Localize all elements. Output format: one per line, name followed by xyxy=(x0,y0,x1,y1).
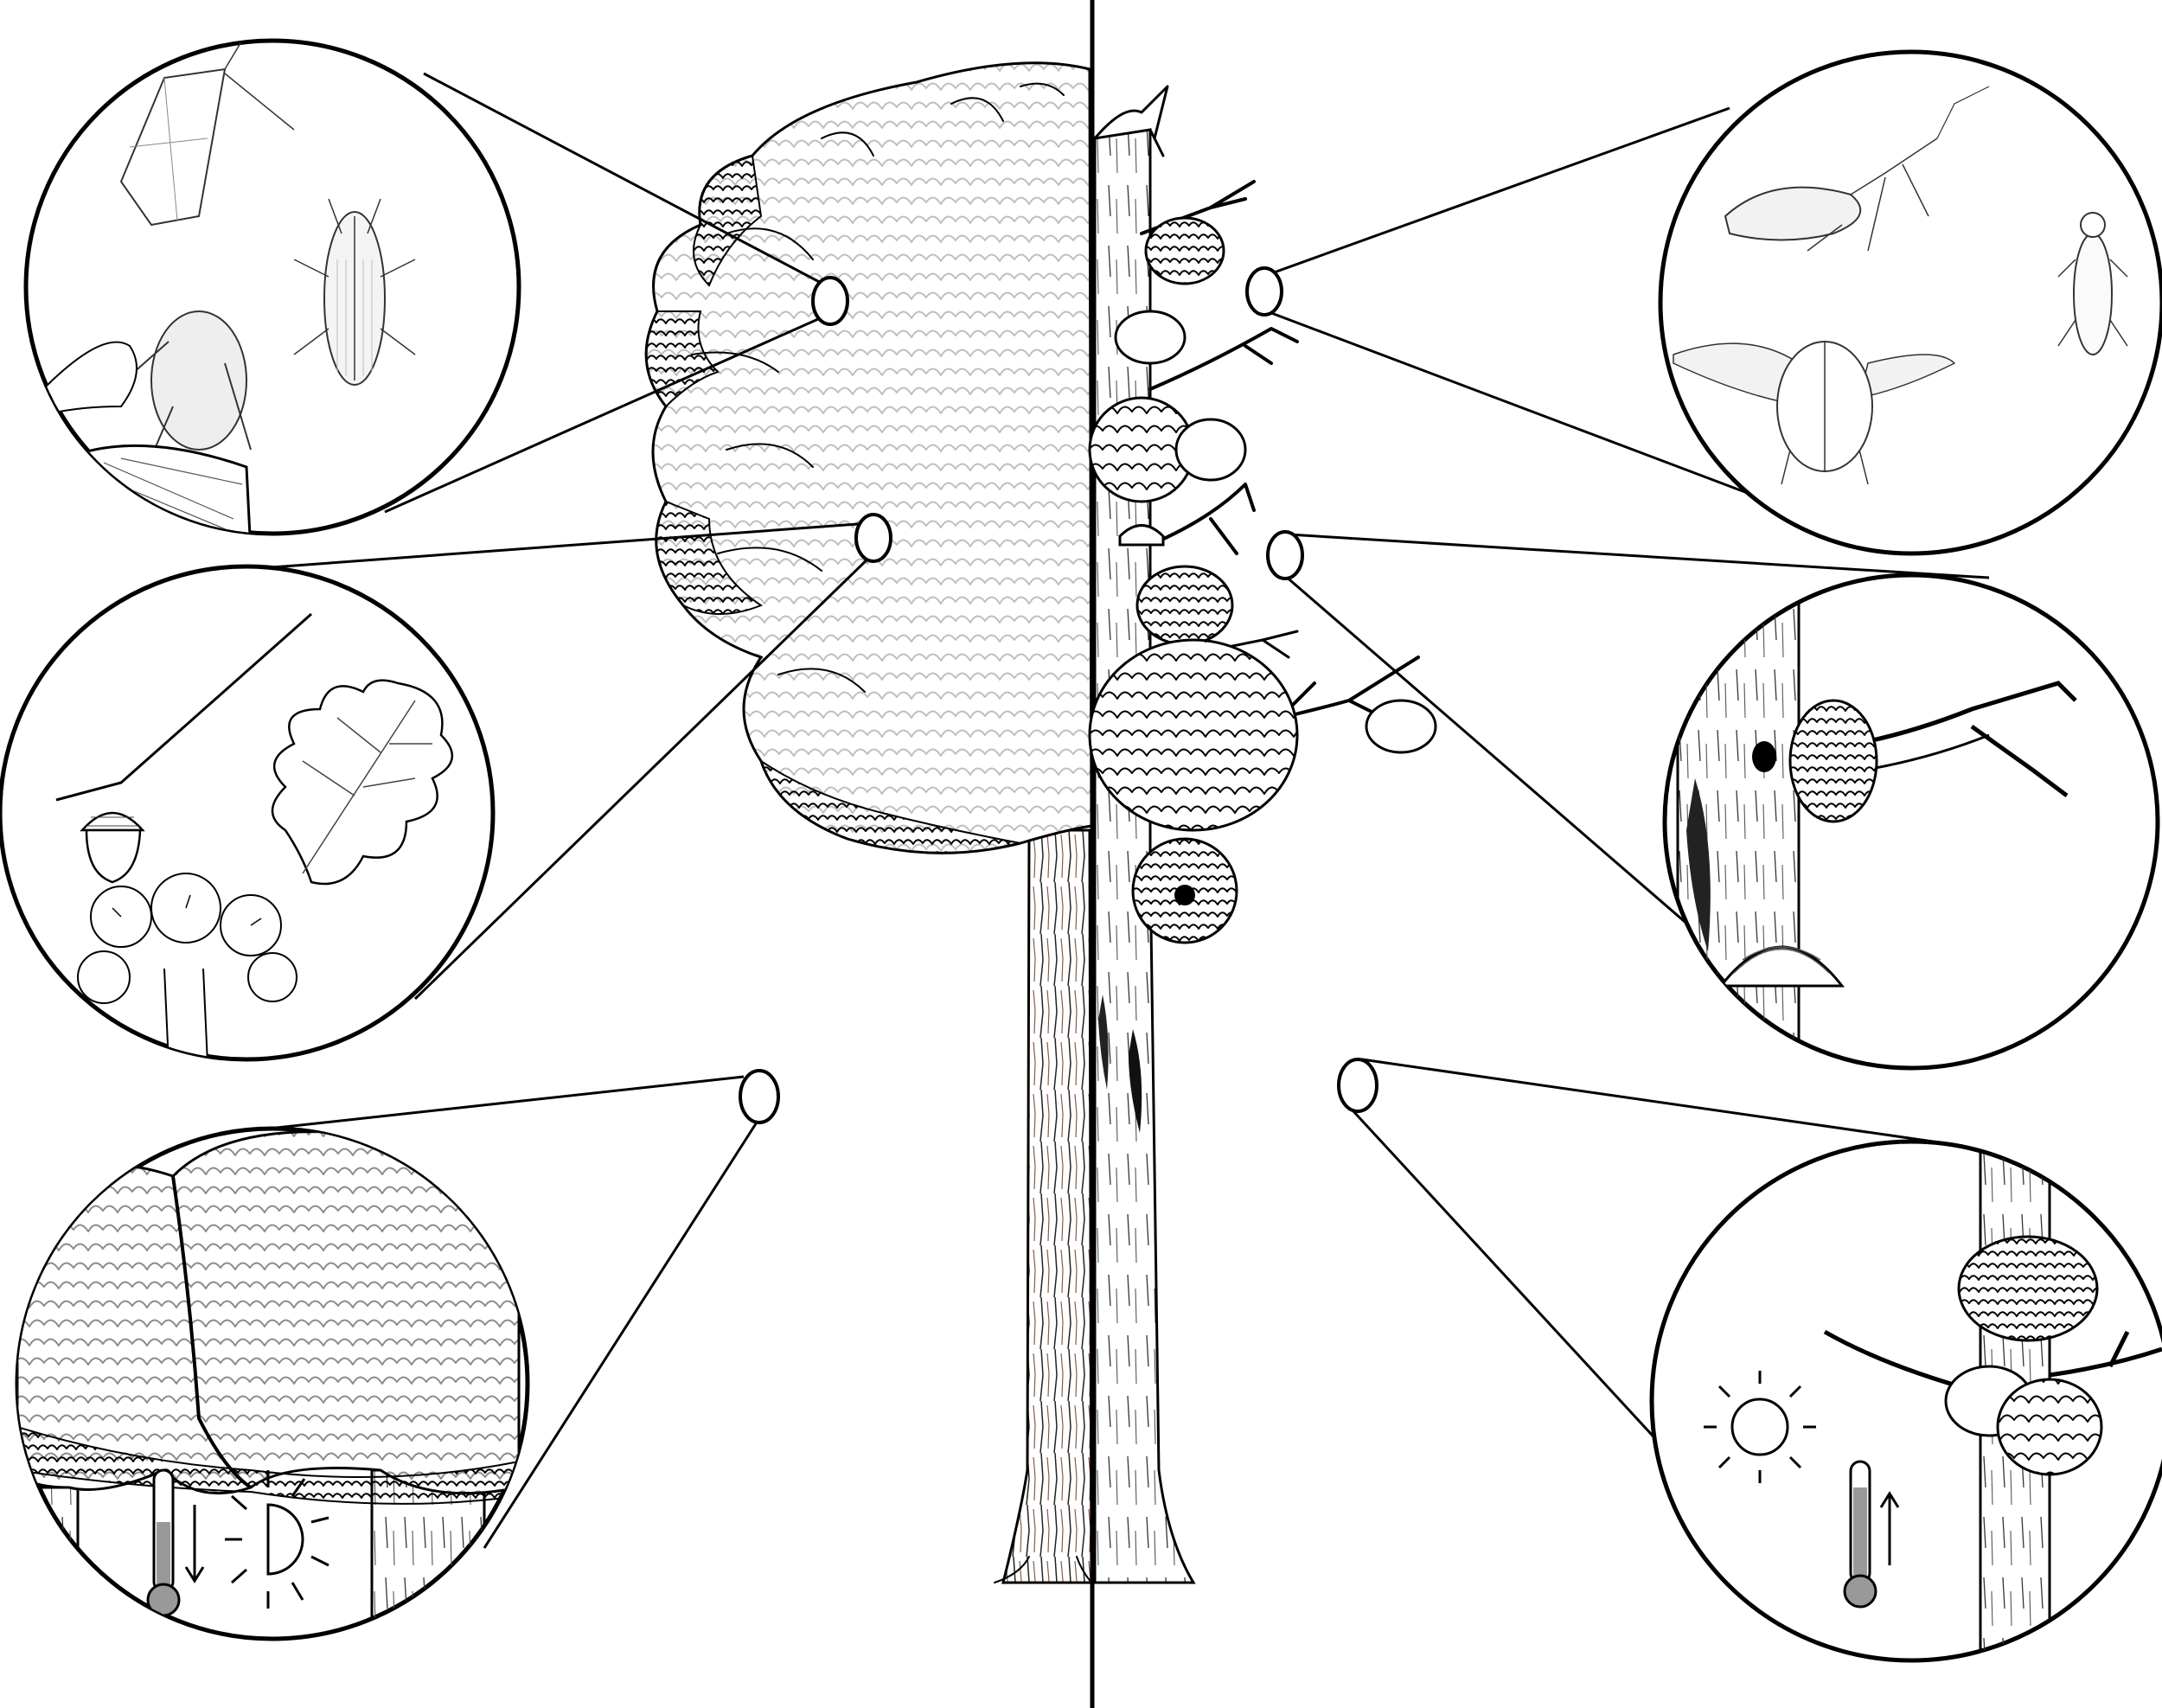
chafer-beetle-icon xyxy=(1673,341,1956,485)
inset-left-dense-canopy xyxy=(15,1126,530,1641)
lens-right-2 xyxy=(1266,530,1304,580)
inset-left-insects xyxy=(23,38,521,536)
acorn-icon xyxy=(80,811,145,884)
jewel-beetle-icon xyxy=(2057,212,2128,355)
lens-right-3 xyxy=(1337,1058,1378,1113)
lens-left-2 xyxy=(854,513,892,563)
healthy-canopy xyxy=(644,61,1093,854)
inset-right-open-canopy xyxy=(1649,1139,2162,1663)
oak-leaf-icon xyxy=(271,679,454,886)
inset-left-oak-parts xyxy=(0,564,496,1062)
click-beetle-icon xyxy=(293,198,416,386)
canker-streak xyxy=(1098,995,1109,1090)
bracket-fungus-small xyxy=(1118,524,1165,547)
thermometer-down-icon xyxy=(146,1468,205,1617)
healthy-trunk xyxy=(1001,828,1093,1584)
inset-right-insects xyxy=(1658,49,2162,556)
weevil-icon xyxy=(94,310,252,468)
lens-left-1 xyxy=(811,276,849,326)
healthy-oak-tree xyxy=(644,61,1093,1584)
half-sun-icon xyxy=(225,1470,329,1609)
sun-icon xyxy=(1704,1371,1816,1483)
inset-right-decay xyxy=(1662,573,2160,1071)
lacewing-icon xyxy=(1724,86,1990,252)
woodpecker-hole xyxy=(1752,741,1776,772)
canker-streak xyxy=(1129,1029,1142,1133)
lens-right-1 xyxy=(1245,266,1283,317)
acorn-cup xyxy=(76,444,253,534)
oak-flowers-icon xyxy=(77,873,297,1059)
lens-left-3 xyxy=(739,1069,780,1124)
bleeding-canker xyxy=(1686,778,1711,951)
epicormic-tufts xyxy=(1088,216,1437,944)
moth-icon xyxy=(119,41,295,227)
thermometer-up-icon xyxy=(1843,1460,1900,1609)
declining-oak-tree xyxy=(1088,85,1437,1584)
bracket-fungus-icon xyxy=(1717,945,1845,988)
